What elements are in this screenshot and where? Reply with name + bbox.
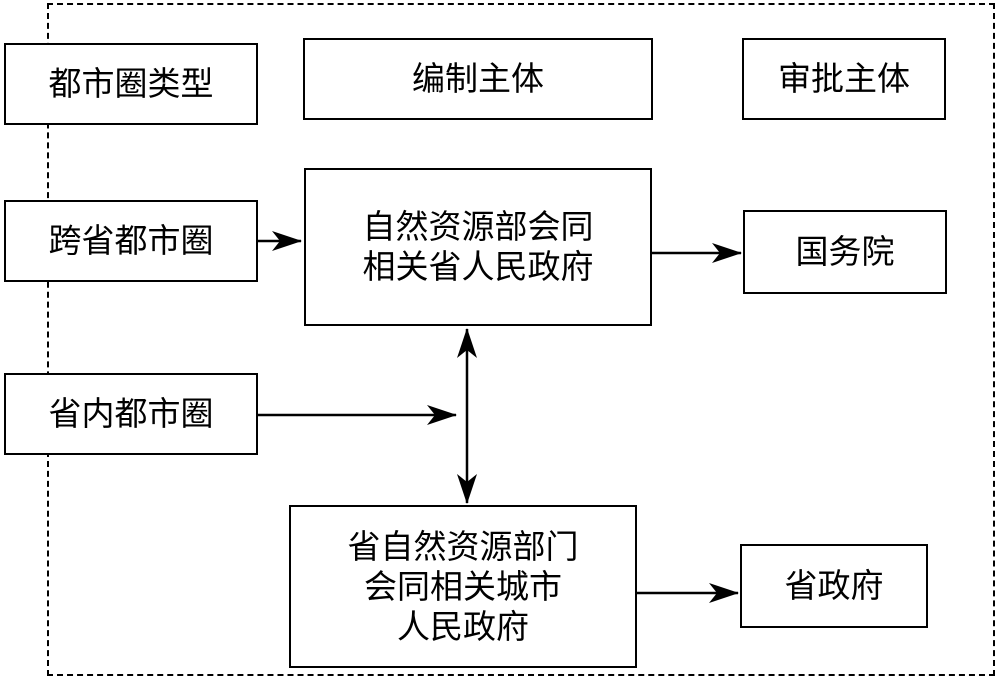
header-approver: 审批主体 bbox=[742, 38, 946, 120]
compiler-provincial-line-3: 人民政府 bbox=[397, 606, 529, 646]
type-cross-province: 跨省都市圈 bbox=[4, 200, 258, 282]
compiler-national-line-1: 自然资源部会同 bbox=[362, 207, 594, 246]
header-compiler: 编制主体 bbox=[303, 38, 653, 120]
approver-state-council: 国务院 bbox=[743, 210, 947, 294]
compiler-national-line-2: 相关省人民政府 bbox=[362, 247, 594, 286]
type-intra-province: 省内都市圈 bbox=[4, 373, 258, 455]
compiler-provincial: 省自然资源部门 会同相关城市 人民政府 bbox=[289, 505, 637, 668]
dashed-boundary bbox=[47, 3, 995, 676]
compiler-provincial-line-1: 省自然资源部门 bbox=[347, 526, 579, 566]
compiler-provincial-line-2: 会同相关城市 bbox=[364, 566, 562, 606]
header-metro-type: 都市圈类型 bbox=[4, 43, 258, 125]
compiler-national: 自然资源部会同 相关省人民政府 bbox=[304, 168, 652, 326]
approver-provincial-government: 省政府 bbox=[740, 544, 928, 628]
